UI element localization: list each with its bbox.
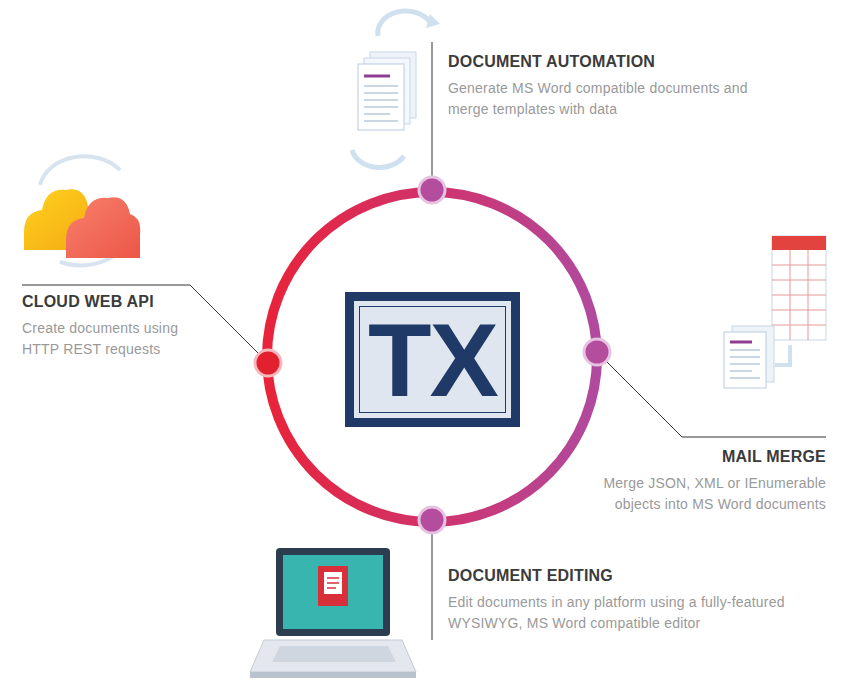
cycle-arrow bbox=[352, 150, 404, 167]
ring-dot bbox=[255, 350, 281, 376]
callout-body: Edit documents in any platform using a f… bbox=[448, 592, 838, 634]
laptop-edge bbox=[250, 672, 416, 678]
laptop-screen bbox=[283, 555, 383, 629]
page-lines bbox=[730, 350, 760, 378]
page-lines bbox=[364, 86, 398, 121]
document-page bbox=[324, 572, 342, 594]
coral-cloud bbox=[66, 197, 140, 258]
laptop-screen-frame bbox=[276, 548, 390, 636]
spreadsheet bbox=[772, 236, 826, 340]
cycle-arrow bbox=[40, 156, 120, 185]
cloud-web-api-callout: CLOUD WEB API Create documents using HTTP… bbox=[22, 292, 207, 360]
leader-line bbox=[432, 520, 433, 640]
laptop-base bbox=[250, 640, 416, 672]
page bbox=[724, 332, 766, 388]
callout-heading: MAIL MERGE bbox=[556, 447, 826, 467]
tx-logo: TX bbox=[345, 292, 520, 427]
spreadsheet-icon bbox=[724, 236, 826, 388]
grid-lines bbox=[772, 250, 826, 340]
leader-line bbox=[22, 285, 268, 363]
callout-heading: DOCUMENT EDITING bbox=[448, 566, 838, 586]
cloud-icon bbox=[24, 156, 140, 265]
page-line bbox=[364, 75, 390, 78]
arrow-head bbox=[426, 14, 440, 28]
ring-dot bbox=[419, 507, 445, 533]
ring bbox=[267, 192, 597, 522]
merge-arrow bbox=[775, 345, 790, 365]
callout-heading: CLOUD WEB API bbox=[22, 292, 207, 312]
laptop-icon bbox=[250, 548, 416, 678]
page-line bbox=[730, 341, 752, 344]
leader-line bbox=[432, 42, 433, 190]
document-icon bbox=[318, 566, 348, 606]
ring-dot bbox=[419, 177, 445, 203]
cycle-arrow bbox=[378, 11, 430, 36]
callout-body: Merge JSON, XML or IEnumerable objects i… bbox=[556, 473, 826, 515]
document-editing-callout: DOCUMENT EDITING Edit documents in any pl… bbox=[448, 566, 838, 634]
document-automation-callout: DOCUMENT AUTOMATION Generate MS Word comp… bbox=[448, 52, 748, 120]
page bbox=[358, 64, 404, 130]
spreadsheet-header bbox=[772, 236, 826, 250]
laptop-keyboard bbox=[272, 646, 396, 662]
ring-dots bbox=[255, 177, 610, 533]
callout-heading: DOCUMENT AUTOMATION bbox=[448, 52, 748, 72]
mail-merge-callout: MAIL MERGE Merge JSON, XML or IEnumerable… bbox=[556, 447, 826, 515]
leader-lines bbox=[22, 42, 826, 640]
callout-body: Generate MS Word compatible documents an… bbox=[448, 78, 748, 120]
logo-text: TX bbox=[368, 308, 497, 412]
callout-body: Create documents using HTTP REST request… bbox=[22, 318, 207, 360]
documents-icon bbox=[352, 11, 440, 168]
ring-dot bbox=[584, 339, 610, 365]
